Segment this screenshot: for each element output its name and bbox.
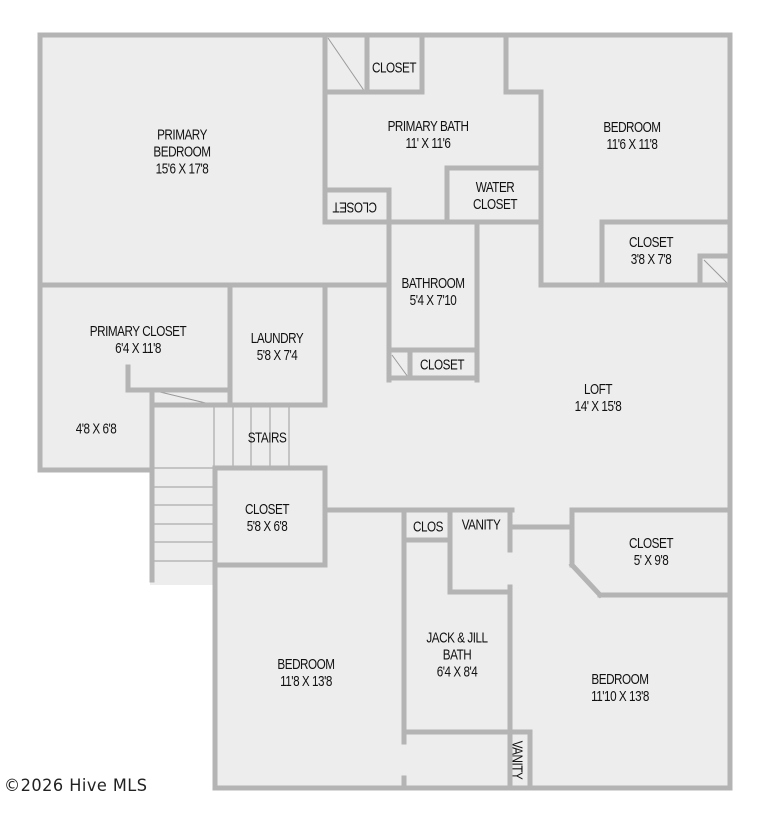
- room-name: WATER CLOSET: [472, 179, 518, 213]
- room-dimensions: 5'4 X 7'10: [409, 292, 457, 309]
- room-dimensions: 6'4 X 11'8: [115, 340, 161, 357]
- room-closet-top: CLOSET: [366, 60, 422, 77]
- room-vanity-top: VANITY: [456, 517, 505, 534]
- room-dimensions: 11'8 X 13'8: [280, 673, 332, 690]
- door-swing-lines: [327, 37, 728, 378]
- room-name: CLOS: [413, 518, 443, 536]
- room-name: CLOSET: [371, 59, 417, 77]
- room-name: CLOSET: [332, 198, 378, 216]
- room-jack-jill-bath: JACK & JILL BATH 6'4 X 8'4: [418, 630, 496, 681]
- stair-treads: [153, 391, 290, 562]
- room-name: VANITY: [461, 516, 501, 534]
- room-laundry: LAUNDRY 5'8 X 7'4: [243, 330, 310, 364]
- room-dimensions: 3'8 X 7'8: [630, 251, 672, 268]
- room-closet-ne: CLOSET 3'8 X 7'8: [623, 234, 679, 268]
- room-clos: CLOS: [409, 519, 447, 536]
- room-primary-closet-2: 4'8 X 6'8: [70, 421, 122, 438]
- room-loft: LOFT 14' X 15'8: [568, 381, 628, 415]
- copyright-notice: ©2026 Hive MLS: [4, 776, 148, 796]
- room-name: CLOSET: [628, 234, 674, 251]
- room-dimensions: 5'8 X 6'8: [246, 518, 288, 535]
- room-dimensions: 5'8 X 7'4: [256, 347, 298, 364]
- room-bedroom-ne: BEDROOM 11'6 X 11'8: [595, 119, 668, 153]
- room-dimensions: 11' X 11'6: [405, 135, 451, 152]
- room-dimensions: 4'8 X 6'8: [75, 420, 117, 438]
- room-dimensions: 15'6 X 17'8: [155, 160, 209, 178]
- room-bathroom: BATHROOM 5'4 X 7'10: [393, 275, 474, 309]
- room-closet-east: CLOSET 5' X 9'8: [623, 535, 679, 569]
- room-name: VANITY: [508, 740, 526, 780]
- room-stairs: STAIRS: [242, 430, 291, 447]
- room-name: BEDROOM: [591, 671, 649, 688]
- room-name: PRIMARY CLOSET: [89, 323, 187, 340]
- room-dimensions: 6'4 X 8'4: [436, 663, 478, 681]
- room-name: CLOSET: [628, 535, 674, 552]
- room-name: JACK & JILL BATH: [426, 629, 488, 664]
- room-name: STAIRS: [247, 429, 287, 447]
- room-name: BATHROOM: [401, 275, 465, 292]
- room-bedroom-se: BEDROOM 11'10 X 13'8: [583, 671, 657, 705]
- room-closet-rotated: CLOSET: [327, 199, 383, 216]
- room-name: BEDROOM: [603, 119, 661, 136]
- walls: [37, 32, 733, 791]
- room-bedroom-sw: BEDROOM 11'8 X 13'8: [269, 656, 342, 690]
- room-dimensions: 11'6 X 11'8: [606, 136, 658, 153]
- room-name: PRIMARY BATH: [387, 118, 469, 135]
- room-name-text: PRIMARY BEDROOM: [153, 126, 211, 161]
- room-name: PRIMARY BEDROOM: [153, 126, 211, 161]
- room-dimensions: 5' X 9'8: [633, 552, 669, 569]
- room-primary-bedroom: PRIMARY BEDROOM 15'6 X 17'8: [145, 127, 218, 178]
- room-name: CLOSET: [419, 356, 465, 374]
- room-primary-bath: PRIMARY BATH 11' X 11'6: [376, 118, 480, 152]
- room-closet-mid: CLOSET 5'8 X 6'8: [239, 501, 295, 535]
- room-name: CLOSET: [244, 501, 290, 518]
- room-name: LAUNDRY: [250, 330, 304, 347]
- floor-areas: [40, 35, 730, 788]
- room-bathroom-closet: CLOSET: [414, 357, 470, 374]
- room-vanity-bottom: VANITY: [509, 735, 526, 784]
- room-dimensions: 11'10 X 13'8: [591, 688, 649, 705]
- room-dimensions: 14' X 15'8: [574, 398, 622, 415]
- room-primary-closet: PRIMARY CLOSET 6'4 X 11'8: [76, 323, 200, 357]
- room-name: BEDROOM: [277, 656, 335, 673]
- room-water-closet: WATER CLOSET: [467, 179, 523, 213]
- room-name: LOFT: [583, 381, 613, 398]
